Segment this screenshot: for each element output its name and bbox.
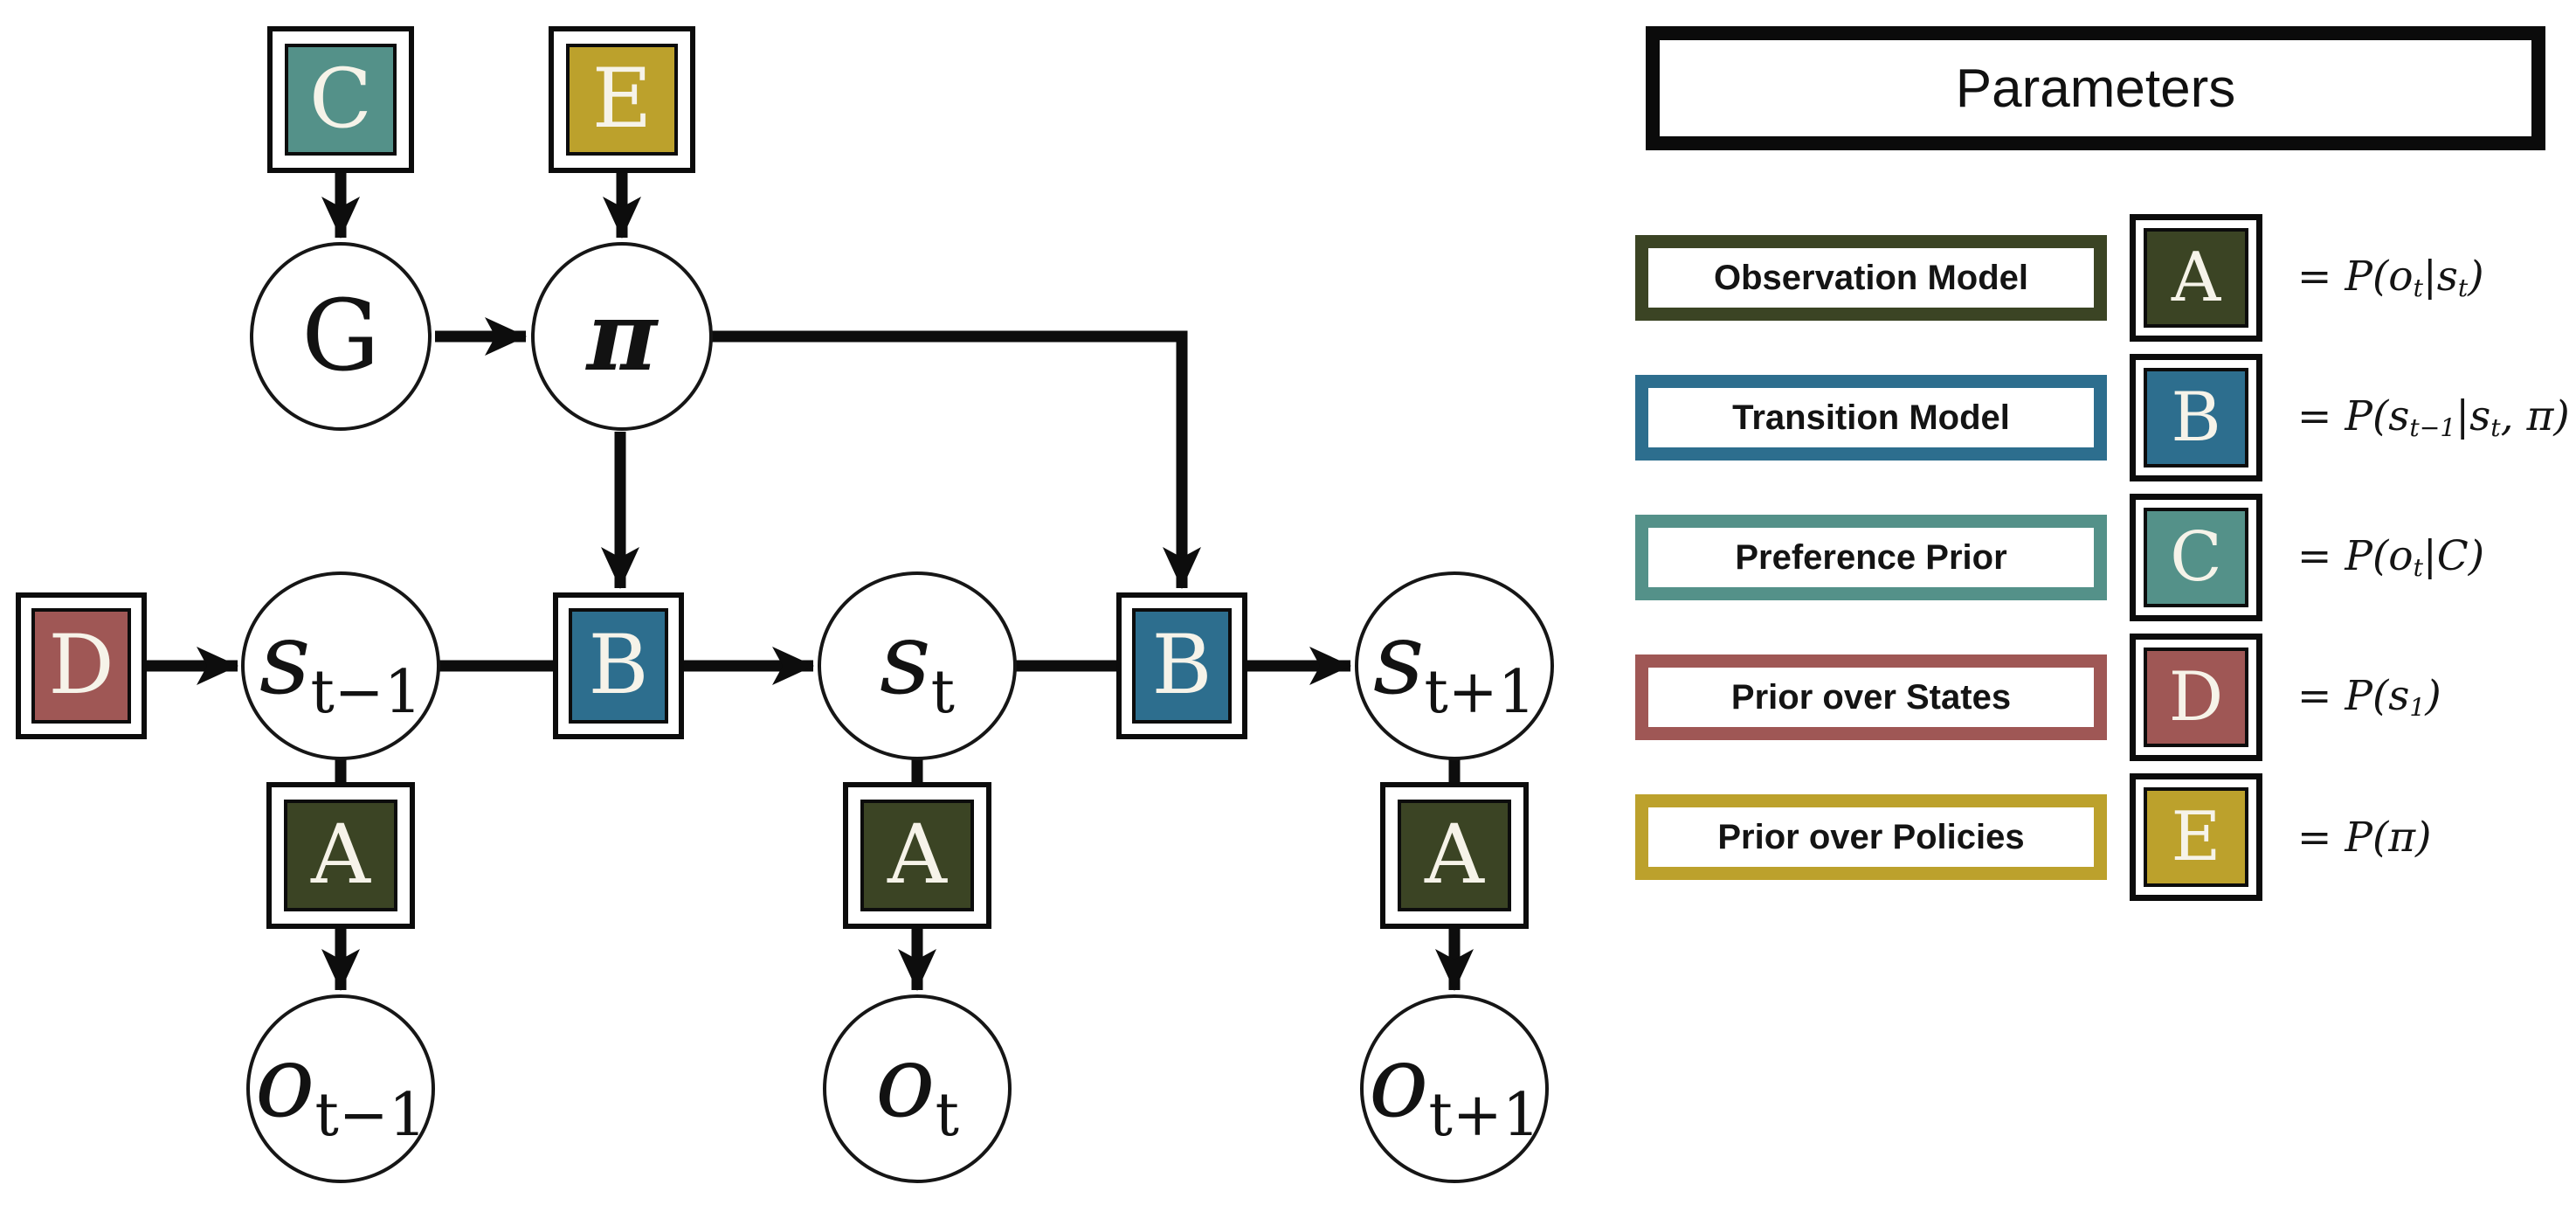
legend-title: Parameters [1955,58,2236,119]
node-pi: π [531,242,713,431]
legend-letter-fill: E [2144,787,2248,887]
legend-label: Prior over States [1730,677,2012,717]
legend-letter: D [2168,658,2224,737]
legend-letter: E [2171,798,2221,876]
node-A1: A [266,782,415,929]
node-s-t-minus-1: st−1 [241,571,440,760]
node-B2: B [1116,592,1247,739]
legend-letter-box: B [2130,354,2262,481]
node-s-t-label: st [880,609,955,723]
node-A2-label: A [887,807,947,903]
edge-pi-to-B2 [711,330,1201,589]
legend-label: Transition Model [1732,398,2010,437]
o-prev-base: o [254,1023,315,1140]
legend-letter-box: C [2130,494,2262,621]
legend-letter: C [2170,518,2222,597]
legend-letter: B [2171,378,2221,457]
legend-row-prior-over-policies: Prior over Policies E = P(π) [1635,773,2574,901]
legend-letter: A [2171,239,2221,317]
node-s-t-plus-1-label: st+1 [1373,609,1536,723]
legend-label-box: Observation Model [1635,235,2107,321]
node-B1-label: B [588,618,649,713]
legend-label-box: Prior over States [1635,654,2107,740]
node-A1-label: A [311,807,370,903]
legend-label: Observation Model [1713,258,2029,297]
s-next-sub: t+1 [1424,657,1537,727]
legend-formula: = P(ot|C) [2297,532,2485,583]
node-B2-box: B [1132,608,1232,724]
node-D-box: D [31,608,131,724]
node-o-t: ot [823,994,1012,1183]
node-o-t-plus-1: ot+1 [1360,994,1549,1183]
node-B1-box: B [569,608,668,724]
legend-letter-fill: A [2144,228,2248,328]
legend-row-preference-prior: Preference Prior C = P(ot|C) [1635,494,2574,621]
o-t-base: o [875,1023,936,1140]
legend-row-transition-model: Transition Model B = P(st−1|st, π) [1635,354,2574,481]
o-prev-sub: t−1 [314,1080,427,1150]
node-B2-label: B [1151,618,1212,713]
legend-formula: = P(ot|st) [2297,253,2484,303]
legend-formula: = P(π) [2297,813,2432,862]
o-t-sub: t [935,1080,959,1150]
node-C-box: C [285,44,397,156]
legend-row-prior-over-states: Prior over States D = P(s1) [1635,634,2574,761]
s-t-base: s [880,600,931,717]
legend-formula: = P(st−1|st, π) [2297,392,2570,443]
node-A3-box: A [1398,800,1511,911]
node-o-t-label: ot [875,1032,959,1146]
node-D: D [16,592,147,739]
legend-label-box: Preference Prior [1635,515,2107,600]
node-A2-box: A [860,800,974,911]
node-E-label: E [591,52,653,147]
s-prev-sub: t−1 [310,657,423,727]
node-o-t-minus-1-label: ot−1 [255,1032,426,1146]
legend-row-observation-model: Observation Model A = P(ot|st) [1635,214,2574,342]
node-pi-label: π [586,280,658,392]
o-next-base: o [1368,1023,1429,1140]
node-D-label: D [48,618,114,713]
legend-formula: = P(s1) [2297,672,2441,723]
node-A3: A [1380,782,1529,929]
node-s-t: st [818,571,1017,760]
legend-label-box: Prior over Policies [1635,794,2107,880]
legend-letter-box: D [2130,634,2262,761]
s-prev-base: s [259,600,311,717]
legend-label: Prior over Policies [1717,817,2025,856]
node-A1-box: A [284,800,397,911]
node-E: E [549,26,695,173]
legend-title-box: Parameters [1646,26,2545,150]
node-C-label: C [309,52,372,147]
node-G-label: G [301,280,380,393]
o-next-sub: t+1 [1428,1080,1541,1150]
node-G: G [250,242,432,431]
legend-letter-box: E [2130,773,2262,901]
legend-letter-fill: C [2144,508,2248,607]
node-o-t-plus-1-label: ot+1 [1369,1032,1540,1146]
node-A3-label: A [1425,807,1484,903]
node-C: C [267,26,414,173]
legend-letter-box: A [2130,214,2262,342]
s-next-base: s [1372,600,1425,717]
node-A2: A [843,782,991,929]
node-B1: B [553,592,684,739]
node-E-box: E [566,44,678,156]
legend-letter-fill: D [2144,648,2248,747]
s-t-sub: t [930,657,955,727]
legend-label-box: Transition Model [1635,375,2107,461]
node-s-t-minus-1-label: st−1 [259,609,422,723]
legend-label: Preference Prior [1735,537,2007,577]
node-s-t-plus-1: st+1 [1355,571,1554,760]
node-o-t-minus-1: ot−1 [246,994,435,1183]
legend-letter-fill: B [2144,368,2248,467]
